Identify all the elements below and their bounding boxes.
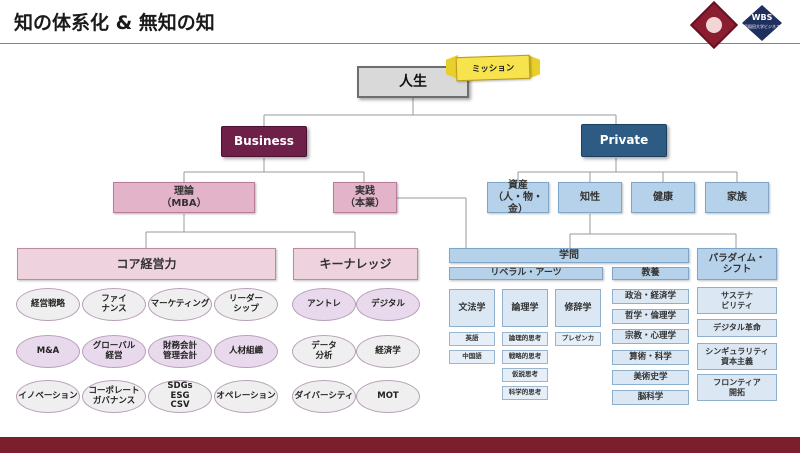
core-item: 財務会計 管理会計 <box>148 335 212 368</box>
liberal-sub-item: 論理的思考 <box>502 332 548 346</box>
paradigm-item: サステナ ビリティ <box>697 287 777 314</box>
education-item: 美術史学 <box>612 370 689 385</box>
liberal-sub-item: 英語 <box>449 332 495 346</box>
crest-emblem-icon <box>706 17 722 33</box>
core-item: 経営戦略 <box>16 288 80 321</box>
liberal-column-head: 論理学 <box>502 289 548 327</box>
key-item: データ 分析 <box>292 335 356 368</box>
core-item: イノベーション <box>16 380 80 413</box>
key-item: デジタル <box>356 288 420 321</box>
key-item: アントレ <box>292 288 356 321</box>
paradigm-shift-node: パラダイム・ シフト <box>697 248 777 280</box>
education-item: 哲学・倫理学 <box>612 309 689 324</box>
education-item: 算術・科学 <box>612 350 689 365</box>
footer-bar <box>0 437 800 453</box>
core-item: グローバル 経営 <box>82 335 146 368</box>
core-management-node: コア経営力 <box>17 248 276 280</box>
theory-node: 理論 （MBA） <box>113 182 255 213</box>
core-item: SDGs ESG CSV <box>148 380 212 413</box>
core-item: ファイ ナンス <box>82 288 146 321</box>
liberal-arts-node: リベラル・アーツ <box>449 267 603 280</box>
liberal-column-head: 修辞学 <box>555 289 601 327</box>
practice-node: 実践 （本業） <box>333 182 397 213</box>
private-node: Private <box>581 124 667 157</box>
mission-ribbon: ミッション <box>455 54 531 82</box>
family-node: 家族 <box>705 182 769 213</box>
key-knowledge-node: キーナレッジ <box>293 248 418 280</box>
learning-node: 学問 <box>449 248 689 263</box>
wbs-logo-text: WBS <box>751 13 773 22</box>
key-item: ダイバーシティ <box>292 380 356 413</box>
core-item: M&A <box>16 335 80 368</box>
education-node: 教養 <box>612 267 689 280</box>
core-item: コーポレート ガバナンス <box>82 380 146 413</box>
liberal-sub-item: プレゼンカ <box>555 332 601 346</box>
education-item: 政治・経済学 <box>612 289 689 304</box>
paradigm-item: フロンティア 開拓 <box>697 374 777 401</box>
assets-node: 資産 （人・物・金） <box>487 180 549 215</box>
title-divider <box>0 43 800 44</box>
liberal-sub-item: 中国語 <box>449 350 495 364</box>
paradigm-item: デジタル革命 <box>697 319 777 337</box>
liberal-sub-item: 仮説思考 <box>502 368 548 382</box>
key-item: 経済学 <box>356 335 420 368</box>
business-node: Business <box>221 126 307 157</box>
page-title: 知の体系化 & 無知の知 <box>14 12 215 34</box>
core-item: オペレーション <box>214 380 278 413</box>
liberal-sub-item: 科学的思考 <box>502 386 548 400</box>
liberal-sub-item: 戦略的思考 <box>502 350 548 364</box>
ribbon-left-icon <box>446 55 458 79</box>
key-item: MOT <box>356 380 420 413</box>
liberal-column-head: 文法学 <box>449 289 495 327</box>
ribbon-right-icon <box>528 55 540 79</box>
core-item: 人材組織 <box>214 335 278 368</box>
wbs-logo-subtitle: 早稲田大学ビジネス <box>744 24 780 29</box>
core-item: マーケティング <box>148 288 212 321</box>
intellect-node: 知性 <box>558 182 622 213</box>
paradigm-item: シンギュラリティ 資本主義 <box>697 343 777 370</box>
health-node: 健康 <box>631 182 695 213</box>
education-item: 脳科学 <box>612 390 689 405</box>
core-item: リーダー シップ <box>214 288 278 321</box>
education-item: 宗教・心理学 <box>612 329 689 344</box>
